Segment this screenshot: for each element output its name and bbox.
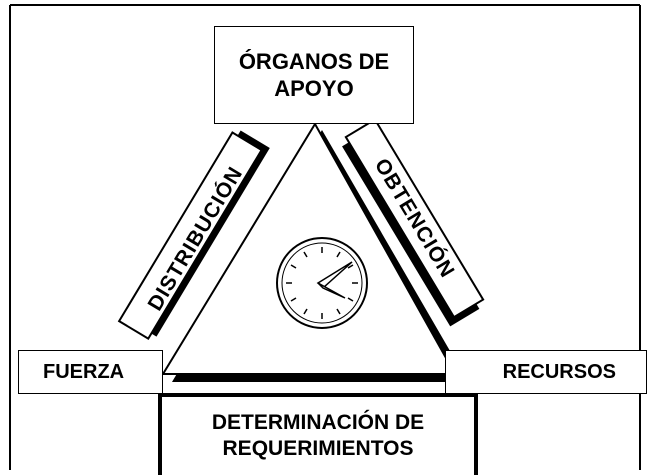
fuerza-box: FUERZA [18,350,163,394]
recursos-label: RECURSOS [502,360,616,383]
organos-de-apoyo-label: ÓRGANOS DE APOYO [238,48,390,102]
organos-de-apoyo-box: ÓRGANOS DE APOYO [214,26,414,124]
clock-icon [276,237,368,329]
determinacion-de-requerimientos-box: DETERMINACIÓN DE REQUERIMIENTOS [158,393,478,475]
fuerza-label: FUERZA [43,360,125,383]
recursos-box: RECURSOS [445,350,647,394]
determinacion-de-requerimientos-label: DETERMINACIÓN DE REQUERIMIENTOS [211,410,425,460]
